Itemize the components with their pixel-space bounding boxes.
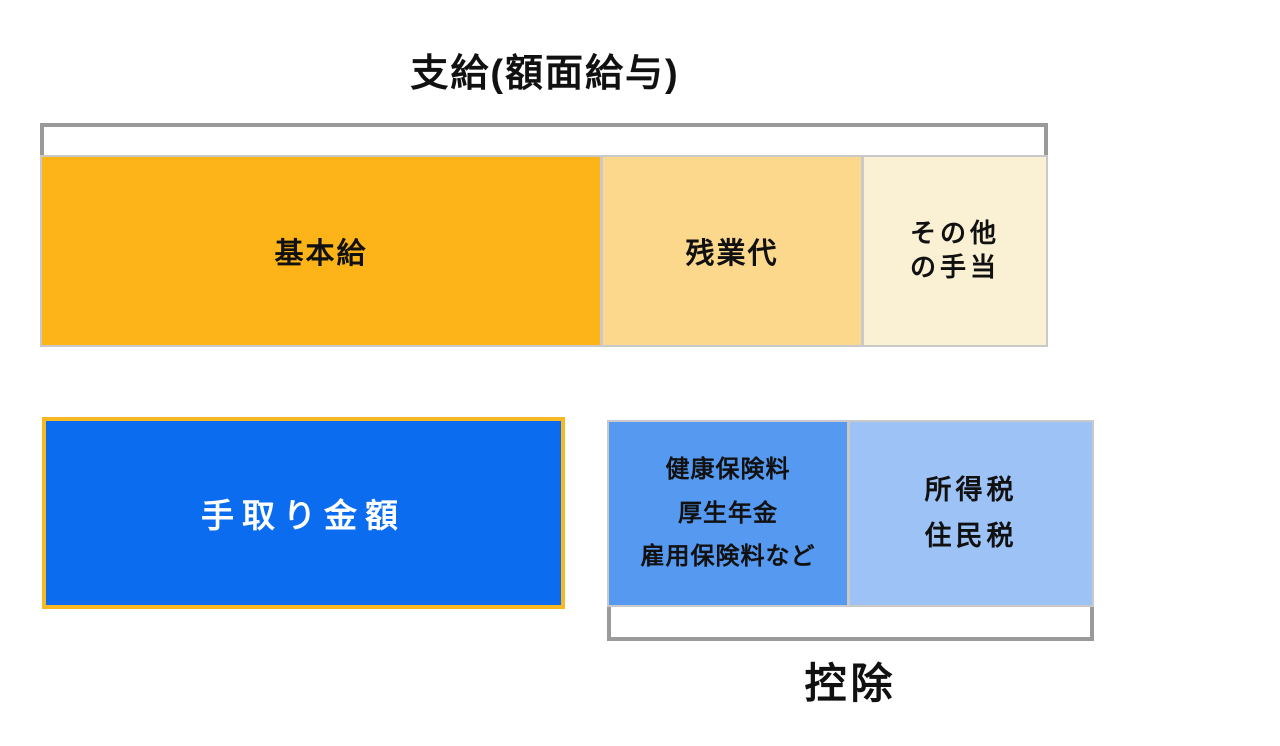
gross-salary-bar: 基本給 残業代 その他 の手当 (40, 155, 1048, 347)
taxes-line1: 所得税 (924, 474, 1018, 505)
taxes-line2: 住民税 (924, 520, 1018, 551)
net-amount-box: 手取り金額 (42, 417, 565, 609)
segment-other-allowances: その他 の手当 (864, 157, 1046, 345)
deductions-bracket (607, 607, 1094, 641)
social-insurance-line2: 厚生年金 (678, 499, 778, 527)
net-amount-label: 手取り金額 (201, 497, 406, 534)
social-insurance-line1: 健康保険料 (665, 455, 791, 483)
deductions-group: 健康保険料 厚生年金 雇用保険料など 所得税 住民税 (607, 420, 1094, 607)
segment-overtime-pay: 残業代 (603, 157, 861, 345)
segment-overtime-pay-label: 残業代 (685, 238, 779, 270)
segment-base-salary-label: 基本給 (274, 238, 368, 270)
social-insurance-line3: 雇用保険料など (640, 543, 816, 571)
deduction-social-insurance-box: 健康保険料 厚生年金 雇用保険料など (609, 422, 847, 605)
segment-other-allowances-label-line2: の手当 (909, 252, 1000, 282)
deductions-title: 控除 (804, 660, 897, 707)
gross-salary-title: 支給(額面給与) (410, 53, 680, 95)
gross-salary-bracket (40, 123, 1048, 156)
deduction-taxes-box: 所得税 住民税 (850, 422, 1092, 605)
segment-base-salary: 基本給 (42, 157, 600, 345)
segment-other-allowances-label-line1: その他 (909, 218, 1000, 249)
